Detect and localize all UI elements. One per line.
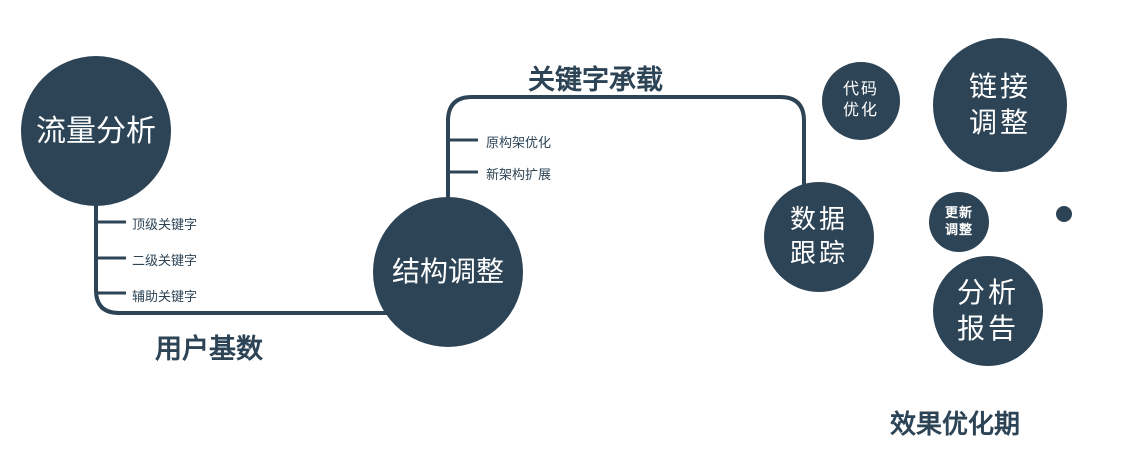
node-code-optimization-line1: 代码 xyxy=(842,81,879,99)
node-link-adjustment-line2: 调整 xyxy=(968,107,1031,138)
node-update-adjustment-line1: 更新 xyxy=(944,205,973,221)
edge-structure-to-tracking xyxy=(446,95,806,199)
node-data-tracking: 数据 跟踪 xyxy=(764,182,874,292)
footer-label-effect-optimization: 效果优化期 xyxy=(890,409,1021,439)
branch-label-secondary-keyword: 二级关键字 xyxy=(132,253,198,268)
node-traffic-analysis-label: 流量分析 xyxy=(36,114,156,148)
node-update-adjustment-line2: 调整 xyxy=(944,222,973,237)
node-structure-adjustment: 结构调整 xyxy=(373,197,523,347)
edge-label-user-base: 用户基数 xyxy=(155,334,263,364)
node-update-adjustment: 更新 调整 xyxy=(929,192,989,252)
branch-label-new-architecture: 新架构扩展 xyxy=(486,167,552,182)
node-data-tracking-line1: 数据 xyxy=(789,204,848,235)
node-link-adjustment: 链接 调整 xyxy=(933,38,1067,172)
edge-traffic-to-structure xyxy=(94,203,392,315)
node-code-optimization-line2: 优化 xyxy=(842,102,879,119)
node-structure-adjustment-label: 结构调整 xyxy=(391,255,504,287)
branch-label-original-architecture: 原构架优化 xyxy=(486,135,552,150)
branch-label-top-keyword: 顶级关键字 xyxy=(132,217,198,232)
node-analysis-report: 分析 报告 xyxy=(933,256,1043,366)
branch-label-auxiliary-keyword: 辅助关键字 xyxy=(132,289,198,304)
edge-label-keyword-carry: 关键字承载 xyxy=(528,65,663,95)
node-traffic-analysis: 流量分析 xyxy=(21,56,171,206)
node-data-tracking-line2: 跟踪 xyxy=(789,238,848,268)
node-analysis-report-line2: 报告 xyxy=(956,313,1019,344)
node-analysis-report-line1: 分析 xyxy=(956,276,1019,308)
small-dot-marker xyxy=(1056,206,1072,222)
node-link-adjustment-line1: 链接 xyxy=(968,70,1031,102)
node-code-optimization: 代码 优化 xyxy=(822,62,900,140)
